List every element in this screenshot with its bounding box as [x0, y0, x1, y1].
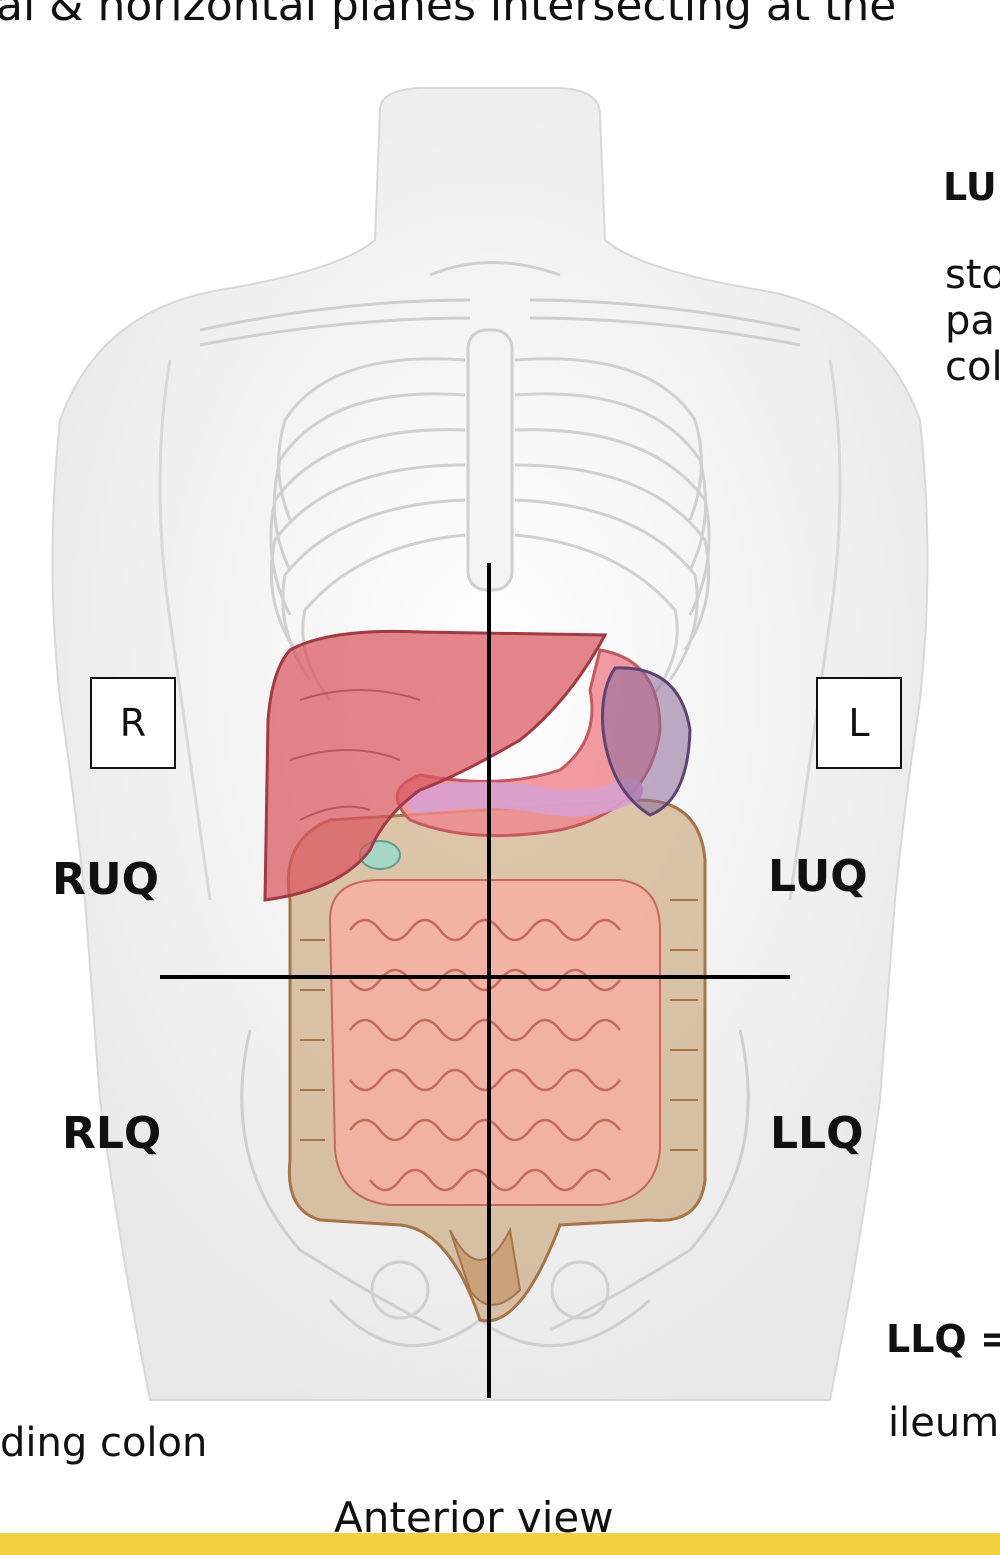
luq-organ-list: sto pa col: [945, 252, 1000, 390]
quadrant-label-ruq: RUQ: [52, 858, 159, 902]
left-side-marker: L: [816, 677, 902, 769]
pancreas: [420, 790, 630, 803]
right-side-marker: R: [90, 677, 176, 769]
rlq-organ-fragment: ding colon: [0, 1420, 207, 1466]
llq-side-heading: LLQ =: [886, 1320, 1000, 1358]
luq-organ-line-1: sto: [945, 252, 1000, 298]
quadrant-label-rlq: RLQ: [62, 1112, 161, 1156]
torso-anatomy-illustration: [0, 60, 1000, 1500]
luq-organ-line-3: col: [945, 344, 1000, 390]
accent-bar: [0, 1533, 1000, 1555]
luq-organ-line-2: pa: [945, 298, 1000, 344]
luq-side-heading: LU: [943, 168, 997, 206]
quadrant-label-llq: LLQ: [770, 1112, 863, 1156]
partial-heading: al & horizontal planes intersecting at t…: [0, 0, 896, 28]
quadrant-label-luq: LUQ: [768, 855, 868, 899]
llq-organ-text: ileum: [888, 1400, 999, 1446]
